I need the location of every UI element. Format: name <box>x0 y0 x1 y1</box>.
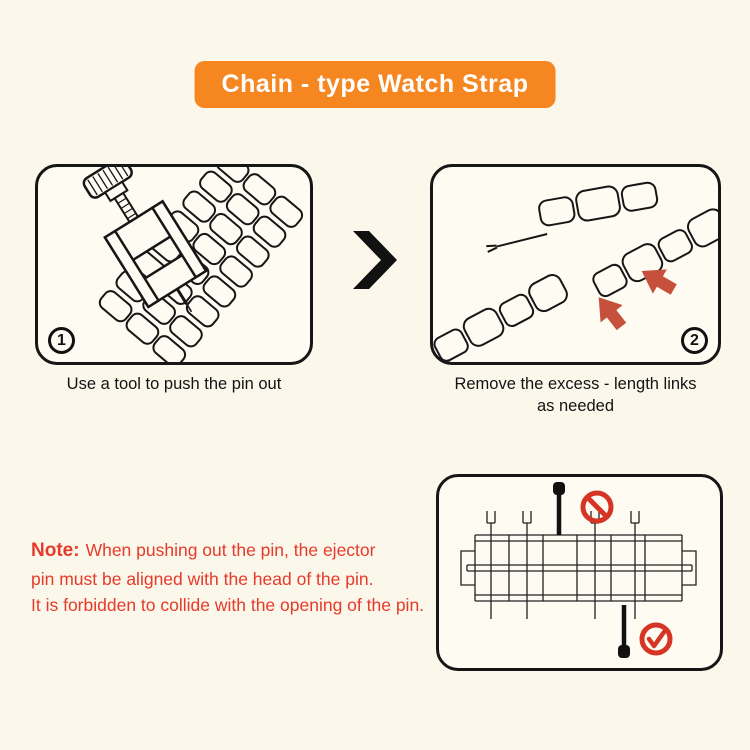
step2-caption-line1: Remove the excess - length links <box>454 375 697 393</box>
detail-illustration <box>460 482 697 658</box>
removed-link-piece-top <box>538 181 659 227</box>
ejector-pin-top <box>553 482 565 535</box>
no-symbol-icon <box>580 490 614 524</box>
link-remover-tool <box>82 167 208 313</box>
check-circle-icon <box>639 622 673 656</box>
red-arrow-icons <box>598 269 677 331</box>
pin-alignment-detail-panel <box>436 474 723 671</box>
step2-panel: 2 <box>430 164 721 365</box>
step1-number-badge: 1 <box>48 327 75 354</box>
strap-piece-right <box>592 208 718 298</box>
watch-strap <box>98 167 304 362</box>
step1-caption-line1: Use a tool to push the pin out <box>66 375 282 393</box>
step1-illustration <box>82 167 304 362</box>
step2-illustration <box>433 181 718 362</box>
step2-caption: Remove the excess - length links as need… <box>426 373 725 418</box>
note-line2: pin must be aligned with the head of the… <box>31 568 374 589</box>
note-line1: Note:When pushing out the pin, the eject… <box>31 537 461 566</box>
loose-pin <box>486 233 548 253</box>
step2-number: 2 <box>690 331 699 349</box>
ejector-pin-bottom <box>618 605 630 658</box>
step2-caption-line2: as needed <box>536 397 615 416</box>
step1-number: 1 <box>57 331 66 349</box>
step1-caption: Use a tool to push the pin out <box>35 373 313 395</box>
page-title: Chain - type Watch Strap <box>221 70 529 98</box>
strap-cross-section <box>460 511 697 619</box>
note-label: Note: <box>31 540 80 561</box>
note-line1-text: When pushing out the pin, the ejector <box>85 540 376 560</box>
note-text: Note:When pushing out the pin, the eject… <box>31 537 461 618</box>
step1-panel: 1 <box>35 164 313 365</box>
strap-piece-left <box>433 274 568 362</box>
step2-number-badge: 2 <box>681 327 708 354</box>
note-line3: It is forbidden to collide with the open… <box>31 594 425 615</box>
title-banner: Chain - type Watch Strap <box>194 61 556 108</box>
next-step-arrow-icon <box>353 231 397 289</box>
